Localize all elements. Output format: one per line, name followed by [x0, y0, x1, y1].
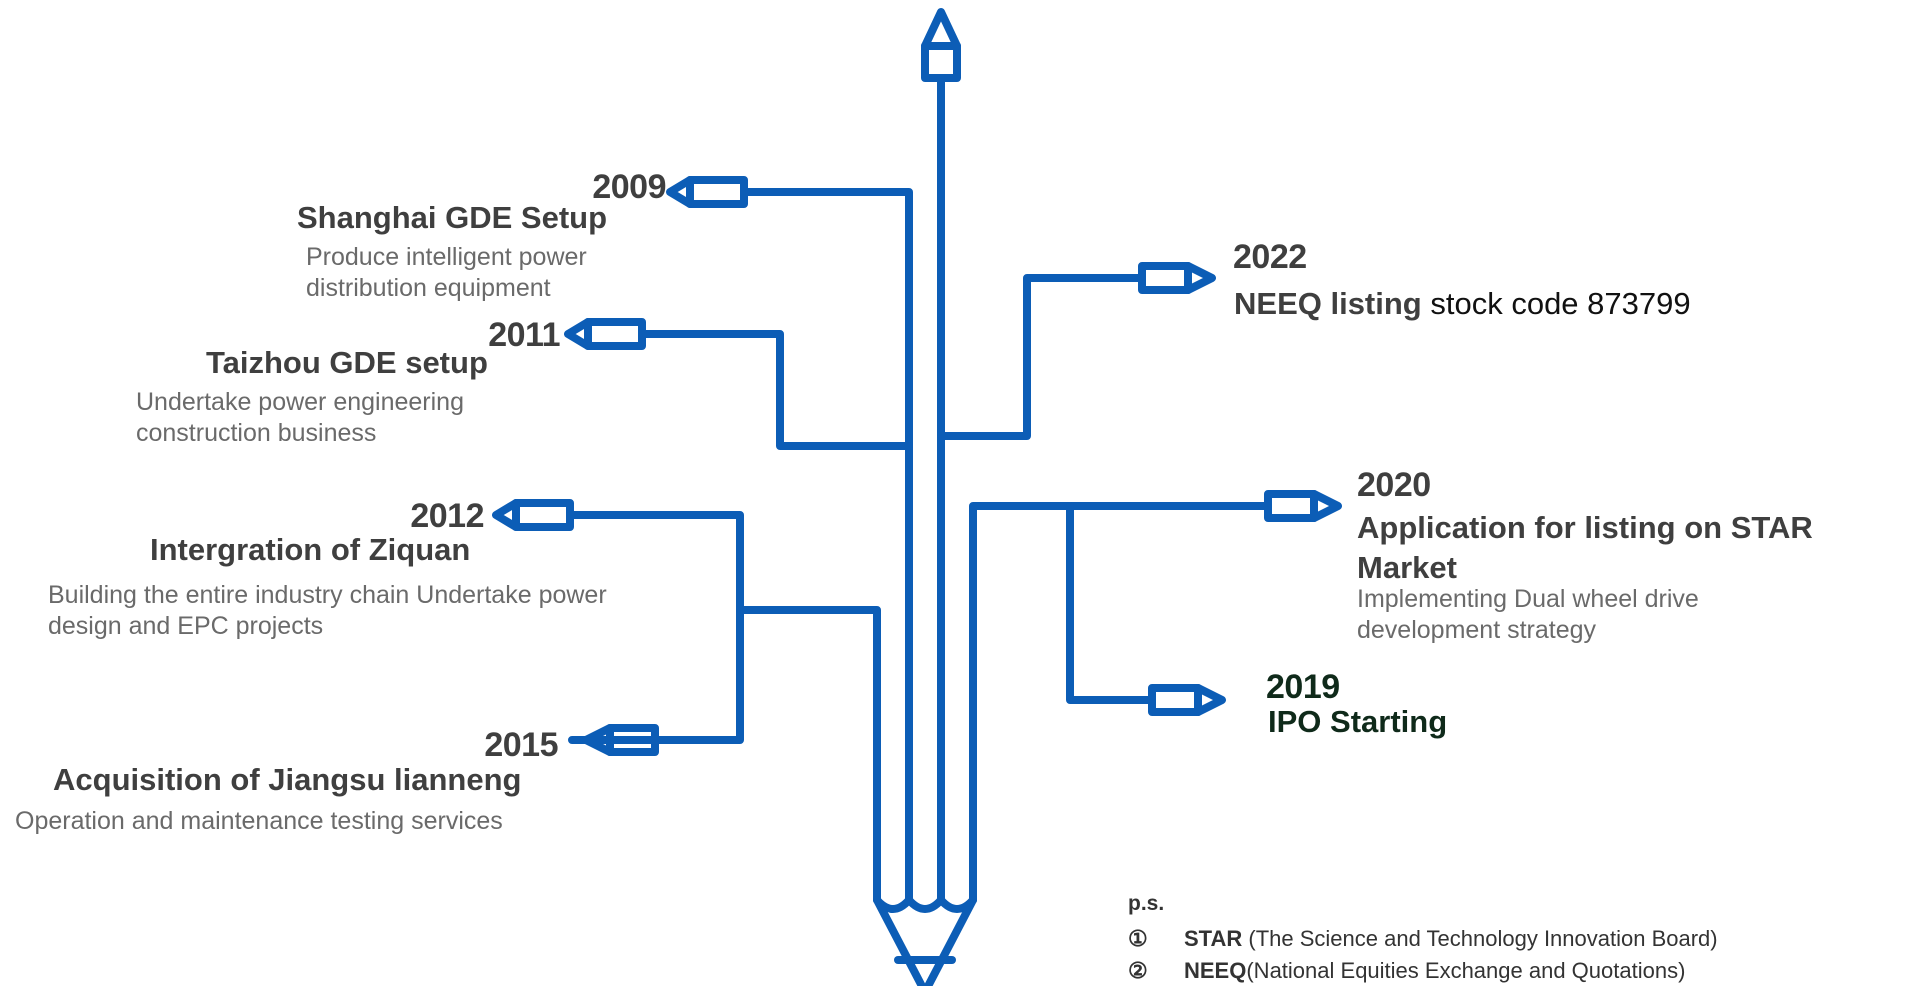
branch-2009: [666, 176, 913, 644]
milestone-title-line: NEEQ listing stock code 873799: [1234, 286, 1691, 322]
branch-2020-2019: [969, 490, 1342, 716]
milestone-desc: Implementing Dual wheel drive developmen…: [1357, 585, 1699, 644]
milestone-year: 2020: [1357, 466, 1431, 504]
milestone-desc: Produce intelligent power distribution e…: [306, 243, 587, 302]
milestone-title: IPO Starting: [1268, 704, 1448, 739]
branch-2022: [937, 262, 1216, 440]
milestone-title: NEEQ listing: [1234, 286, 1422, 321]
milestone-title: Shanghai GDE Setup: [297, 200, 608, 235]
pencil-icon: [873, 8, 977, 986]
milestone-desc: Building the entire industry chain Under…: [48, 581, 607, 640]
note-item: ② NEEQ(National Equities Exchange and Quo…: [1128, 958, 1685, 984]
note-item: ① STAR (The Science and Technology Innova…: [1128, 926, 1718, 952]
milestone-year: 2011: [488, 316, 560, 354]
branch-2012: [492, 499, 881, 756]
milestone-title: Intergration of Ziquan: [150, 532, 471, 567]
pencil-marker-2015-icon: [582, 724, 659, 756]
milestone-title: Application for listing on STAR Market: [1357, 510, 1813, 585]
pencil-marker-2022-icon: [1138, 262, 1216, 294]
pencil-marker-2020-icon: [1264, 490, 1342, 522]
note-text: (The Science and Technology Innovation B…: [1242, 926, 1718, 951]
milestone-year: 2012: [410, 497, 484, 535]
note-text: (National Equities Exchange and Quotatio…: [1246, 958, 1686, 983]
notes-heading: p.s.: [1128, 892, 1165, 915]
milestone-desc: Operation and maintenance testing servic…: [15, 807, 503, 835]
milestone-year: 2019: [1266, 668, 1340, 706]
pencil-marker-2009-icon: [666, 176, 748, 208]
milestone-title: Taizhou GDE setup: [206, 345, 488, 380]
note-term: STAR: [1184, 926, 1243, 951]
milestone-year: 2009: [592, 168, 666, 206]
pencil-marker-2012-icon: [492, 499, 574, 531]
branch-2011: [564, 318, 913, 450]
milestone-year: 2022: [1233, 238, 1307, 276]
milestone-title: Acquisition of Jiangsu lianneng: [53, 762, 522, 797]
milestone-desc: Undertake power engineering construction…: [136, 388, 464, 447]
milestone-year: 2015: [484, 726, 558, 764]
pencil-marker-2019-icon: [1148, 684, 1226, 716]
milestone-title-suffix: stock code 873799: [1421, 286, 1691, 321]
note-number: ①: [1128, 926, 1148, 951]
note-number: ②: [1128, 958, 1148, 983]
note-term: NEEQ: [1184, 958, 1247, 983]
pencil-marker-2011-icon: [564, 318, 646, 350]
